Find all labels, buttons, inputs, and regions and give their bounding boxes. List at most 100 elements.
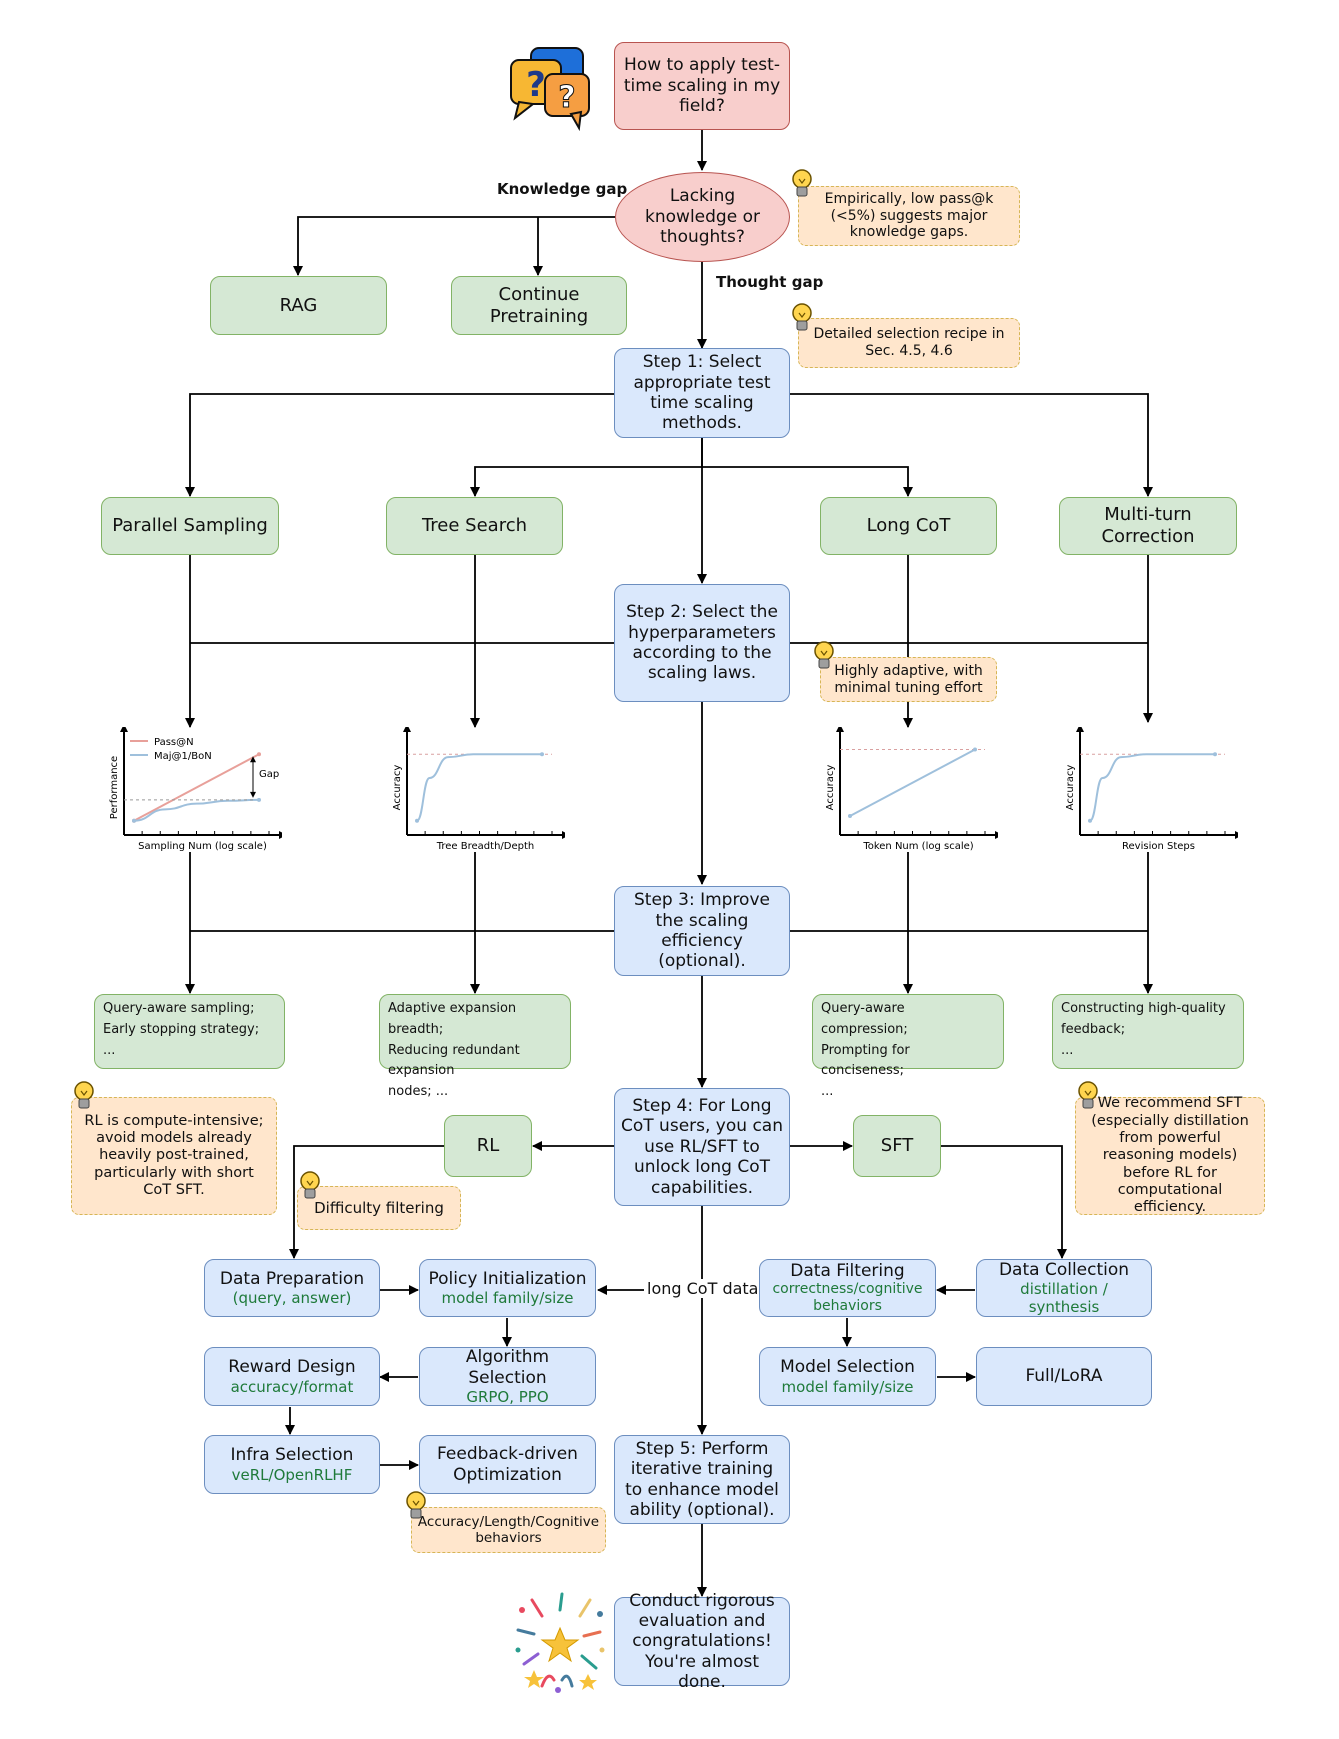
difficulty-filtering-tip: Difficulty filtering [297, 1186, 461, 1230]
y-axis-arrow [120, 727, 128, 732]
chart-multi-turn: Revision Steps Accuracy [1065, 727, 1238, 852]
series-line [1089, 753, 1215, 822]
parallel-efficiency-line: ... [103, 1042, 116, 1058]
data-preparation-title: Data Preparation [219, 1268, 365, 1289]
longcot-efficiency-line: ... [821, 1084, 834, 1100]
series-point [257, 797, 261, 802]
recipe-tip: Detailed selection recipe in Sec. 4.5, 4… [798, 318, 1020, 368]
thought-gap-label: Thought gap [716, 273, 824, 291]
x-axis-arrow [562, 831, 565, 839]
series-point [257, 752, 261, 757]
y-axis-label: Performance [109, 756, 120, 819]
data-preparation-box: Data Preparation (query, answer) [204, 1259, 380, 1317]
step2-box: Step 2: Select the hyperparameters accor… [614, 584, 790, 702]
legend-label: Pass@N [154, 737, 194, 748]
y-axis-arrow [403, 727, 411, 732]
edge-step1-parallel [185, 393, 614, 497]
longcot-efficiency-box: Query-aware compression; Prompting for c… [812, 994, 1004, 1099]
long-cot-box: Long CoT [820, 497, 997, 555]
y-axis-label: Accuracy [392, 765, 403, 811]
series-line [133, 753, 260, 822]
y-axis-label: Accuracy [1065, 765, 1076, 811]
longcot-efficiency-line: Prompting for conciseness; [821, 1042, 910, 1079]
legend-label: Maj@1/BoN [154, 751, 212, 762]
decision-ellipse: Lacking knowledge or thoughts? [615, 172, 790, 262]
lightbulb-icon [1078, 1081, 1098, 1109]
edge-sft-collection [941, 1145, 1067, 1259]
series-line [133, 798, 260, 822]
feedback-optimization-box: Feedback-driven Optimization [419, 1435, 596, 1494]
series-point [132, 818, 136, 823]
rl-warning-tip: RL is compute-intensive; avoid models al… [71, 1097, 277, 1215]
policy-initialization-sub: model family/size [441, 1289, 574, 1308]
x-axis-label: Revision Steps [1122, 841, 1195, 852]
multiturn-efficiency-line: feedback; [1061, 1021, 1126, 1037]
reward-design-box: Reward Design accuracy/format [204, 1347, 380, 1406]
data-collection-box: Data Collection distillation / synthesis [976, 1259, 1152, 1317]
start-question-box: How to apply test-time scaling in my fie… [614, 42, 790, 130]
algorithm-selection-title: Algorithm Selection [465, 1347, 550, 1388]
multiturn-efficiency-box: Constructing high-quality feedback; ... [1052, 994, 1244, 1069]
sft-recommend-tip: We recommend SFT (especially distillatio… [1075, 1095, 1265, 1215]
lightbulb-icon [300, 1171, 320, 1199]
step3-box: Step 3: Improve the scaling efficiency (… [614, 886, 790, 976]
series-point [1213, 752, 1217, 757]
algorithm-selection-sub: GRPO, PPO [466, 1387, 549, 1406]
algorithm-selection-box: Algorithm Selection GRPO, PPO [419, 1347, 596, 1406]
tree-efficiency-box: Adaptive expansion breadth; Reducing red… [379, 994, 571, 1099]
tree-search-box: Tree Search [386, 497, 563, 555]
lightbulb-icon [792, 303, 812, 331]
chart-tree-search: Tree Breadth/Depth Accuracy [392, 727, 565, 852]
y-axis-arrow [1076, 727, 1084, 732]
celebration-confetti-icon [515, 1592, 605, 1693]
svg-text:?: ? [558, 80, 575, 115]
edge-step1-longcot [702, 466, 913, 497]
model-selection-box: Model Selection model family/size [759, 1347, 936, 1406]
x-axis-arrow [279, 831, 282, 839]
tree-efficiency-line: nodes; ... [388, 1084, 449, 1100]
multiturn-efficiency-line: ... [1061, 1042, 1074, 1058]
data-preparation-sub: (query, answer) [232, 1289, 352, 1308]
rag-box: RAG [210, 276, 387, 335]
parallel-efficiency-line: Early stopping strategy; [103, 1021, 260, 1037]
lightbulb-icon [74, 1081, 94, 1109]
data-filtering-sub: correctness/cognitive behaviors [772, 1281, 923, 1315]
chart-long-cot: Token Num (log scale)Accuracy [825, 727, 998, 852]
reward-design-title: Reward Design [228, 1357, 356, 1378]
feedback-tip: Accuracy/Length/Cognitive behaviors [411, 1507, 606, 1553]
data-filtering-title: Data Filtering [790, 1261, 905, 1282]
step5-box: Step 5: Perform iterative training to en… [614, 1435, 790, 1524]
x-axis-arrow [995, 831, 998, 839]
parallel-efficiency-box: Query-aware sampling; Early stopping str… [94, 994, 285, 1069]
rl-box: RL [444, 1115, 532, 1177]
sft-box: SFT [853, 1115, 941, 1177]
x-axis-label: Tree Breadth/Depth [436, 841, 534, 852]
question-bubbles-icon: ? ? [510, 47, 590, 132]
adaptive-tip: Highly adaptive, with minimal tuning eff… [820, 657, 997, 702]
parallel-efficiency-line: Query-aware sampling; [103, 1001, 255, 1016]
final-box: Conduct rigorous evaluation and congratu… [614, 1591, 790, 1692]
lightbulb-icon [792, 169, 812, 197]
gap-arrow-head [250, 791, 256, 798]
data-filtering-box: Data Filtering correctness/cognitive beh… [759, 1259, 936, 1317]
lightbulb-icon [406, 1491, 426, 1519]
gap-arrow-head [250, 756, 256, 763]
feedback-optimization-title: Feedback-driven Optimization [437, 1444, 578, 1485]
multi-turn-correction-box: Multi-turn Correction [1059, 497, 1237, 555]
x-axis-label: Token Num (log scale) [862, 841, 973, 852]
gap-annotation: Gap [259, 769, 279, 780]
edge-step1-multiturn [790, 393, 1153, 497]
series-line [416, 753, 542, 822]
longcot-efficiency-line: Query-aware compression; [821, 1001, 908, 1037]
model-selection-title: Model Selection [780, 1357, 915, 1378]
chart-parallel-sampling: Sampling Num (log scale)PerformancePass@… [109, 727, 282, 852]
tree-efficiency-line: Reducing redundant expansion [388, 1042, 520, 1079]
series-point [1088, 818, 1092, 823]
multiturn-efficiency-line: Constructing high-quality [1061, 1001, 1226, 1016]
edge-step1-tree [470, 438, 703, 497]
svg-text:?: ? [526, 65, 546, 105]
series-point [540, 752, 544, 757]
series-line [849, 748, 976, 817]
